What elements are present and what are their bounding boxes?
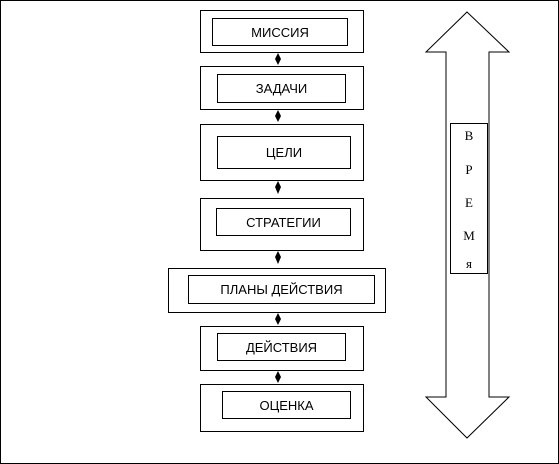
time-letter-4: М bbox=[463, 228, 475, 243]
stage-mission-label: МИССИЯ bbox=[251, 24, 309, 40]
stage-goals-label: ЦЕЛИ bbox=[265, 145, 303, 160]
stage-evaluation-box: ОЦЕНКА bbox=[222, 391, 351, 419]
time-letter-1: В bbox=[464, 128, 474, 143]
stage-actions-outer: ДЕЙСТВИЯ bbox=[200, 326, 364, 371]
connector-diamond-4 bbox=[275, 251, 281, 264]
stage-strategies-label: СТРАТЕГИИ bbox=[246, 214, 321, 230]
connector-diamond-3 bbox=[275, 181, 281, 194]
stage-tasks-label: ЗАДАЧИ bbox=[255, 81, 308, 96]
stage-strategies-box: СТРАТЕГИИ bbox=[216, 208, 351, 236]
stage-goals-box: ЦЕЛИ bbox=[217, 136, 351, 169]
stage-tasks-box: ЗАДАЧИ bbox=[217, 74, 346, 103]
connector-diamond-6 bbox=[275, 371, 281, 383]
connector-diamond-2 bbox=[275, 110, 281, 122]
stage-evaluation-label: ОЦЕНКА bbox=[259, 397, 314, 413]
stage-goals-outer: ЦЕЛИ bbox=[200, 124, 364, 181]
connector-diamond-5 bbox=[275, 313, 281, 325]
stage-actions-box: ДЕЙСТВИЯ bbox=[217, 333, 346, 361]
stage-mission-outer: МИССИЯ bbox=[200, 10, 364, 53]
time-label-box: В Р Е М я bbox=[450, 123, 488, 274]
stage-mission-box: МИССИЯ bbox=[212, 18, 348, 46]
stage-actions-label: ДЕЙСТВИЯ bbox=[245, 339, 318, 355]
stage-tasks-outer: ЗАДАЧИ bbox=[200, 66, 364, 110]
stage-strategies-outer: СТРАТЕГИИ bbox=[200, 198, 364, 251]
time-letter-2: Р bbox=[465, 162, 473, 177]
time-letter-3: Е bbox=[465, 195, 473, 210]
stage-action-plans-label: ПЛАНЫ ДЕЙСТВИЯ bbox=[220, 282, 343, 297]
stage-action-plans-box: ПЛАНЫ ДЕЙСТВИЯ bbox=[188, 275, 375, 304]
stage-evaluation-outer: ОЦЕНКА bbox=[200, 384, 364, 432]
connector-diamond-1 bbox=[275, 53, 281, 65]
stage-action-plans-outer: ПЛАНЫ ДЕЙСТВИЯ bbox=[168, 268, 386, 313]
time-letter-5: я bbox=[466, 256, 472, 271]
